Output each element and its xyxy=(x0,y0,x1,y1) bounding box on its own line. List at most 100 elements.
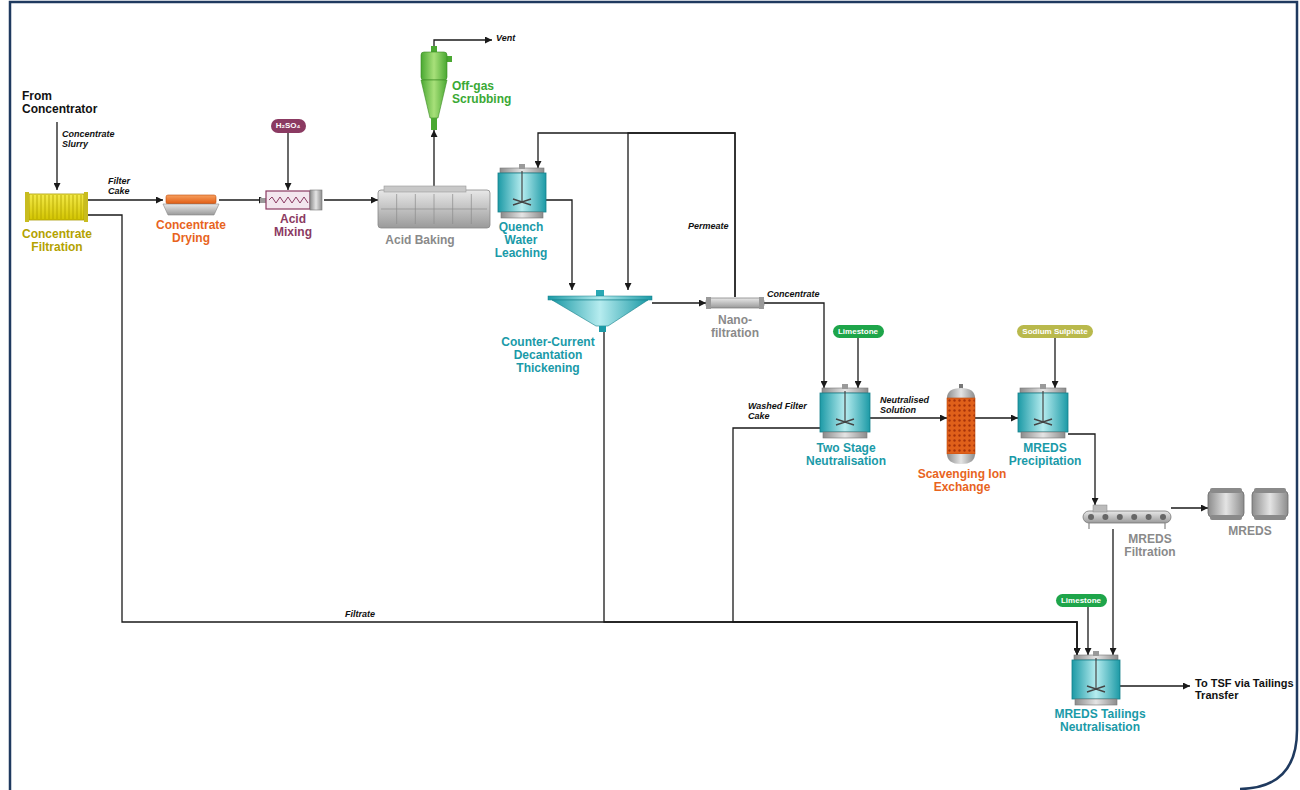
unit-label: MREDS Tailings Neutralisation xyxy=(1046,708,1154,734)
filter-end-plate xyxy=(84,192,88,222)
stream-label: Washed Filter Cake xyxy=(748,402,810,422)
flow-line xyxy=(975,417,1018,418)
process-unit: Two Stage Neutralisation xyxy=(820,388,870,438)
unit-icon xyxy=(1018,388,1068,438)
unit-label: Quench Water Leaching xyxy=(490,221,552,261)
stream-label: Filter Cake xyxy=(108,177,148,197)
unit-label: Concentrate Filtration xyxy=(15,228,99,254)
cyclone-barrel xyxy=(421,52,447,80)
process-unit: Acid Mixing xyxy=(266,190,324,210)
dryer-body xyxy=(166,195,216,204)
unit-icon xyxy=(25,192,88,222)
process-unit: Nano-filtration xyxy=(706,297,764,309)
tank-motor xyxy=(519,164,525,169)
unit-label: Scavenging Ion Exchange xyxy=(916,468,1008,494)
unit-label: Nano-filtration xyxy=(705,314,765,340)
reagent-pill: Sodium Sulphate xyxy=(1017,325,1093,338)
flow-line xyxy=(1171,507,1208,508)
unit-label: MREDS Filtration xyxy=(1114,533,1186,559)
flow-line xyxy=(287,133,288,190)
mixer-screw xyxy=(269,197,308,203)
belt-legs xyxy=(1089,523,1165,529)
filter-plate xyxy=(53,195,54,219)
process-unit: Quench Water Leaching xyxy=(498,168,546,218)
stream-label: Filtrate xyxy=(345,610,375,620)
drum-rim xyxy=(1210,515,1242,520)
flow-line xyxy=(1054,338,1055,388)
membrane-tube xyxy=(706,298,764,308)
cyclone-outlet xyxy=(431,46,437,52)
stream-label: Permeate xyxy=(688,222,729,232)
flow-line xyxy=(433,130,434,186)
reagent-pill: Limestone xyxy=(1056,594,1107,607)
mixer-body xyxy=(266,191,310,209)
unit-label: MREDS Precipitation xyxy=(999,442,1091,468)
filter-plate xyxy=(37,195,38,219)
kiln-body xyxy=(378,190,490,228)
tank-base xyxy=(1075,699,1117,705)
kiln-panel xyxy=(381,209,487,210)
filter-plate xyxy=(73,195,74,219)
filter-plate xyxy=(61,195,62,219)
filter-plate xyxy=(57,195,58,219)
filter-end-plate xyxy=(25,192,29,222)
tank-motor xyxy=(1093,651,1099,656)
filter-plate xyxy=(69,195,70,219)
flow-line xyxy=(88,215,1077,655)
flow-line xyxy=(857,338,858,388)
filter-press-body xyxy=(29,194,84,220)
reagent-name: Sodium Sulphate xyxy=(1022,325,1087,338)
unit-icon xyxy=(498,168,546,218)
reagent-name: Limestone xyxy=(1061,594,1101,607)
filter-plate xyxy=(45,195,46,219)
belt-roller xyxy=(1160,514,1166,520)
column-bottom-dome xyxy=(947,454,975,464)
thickener-drive xyxy=(596,290,604,296)
agitator-blades xyxy=(1034,419,1052,425)
unit-icon xyxy=(266,190,324,210)
flow-line xyxy=(652,302,706,303)
unit-icon xyxy=(378,186,490,228)
flow-line xyxy=(546,200,572,290)
reagent-name: Limestone xyxy=(838,325,878,338)
filter-plate xyxy=(65,195,66,219)
unit-label: Acid Baking xyxy=(385,234,454,247)
drum-body xyxy=(1252,491,1288,517)
belt-roller xyxy=(1146,514,1152,520)
unit-icon xyxy=(548,290,652,332)
process-unit: MREDS xyxy=(1208,488,1290,520)
flow-line xyxy=(88,199,163,200)
flow-line xyxy=(1068,434,1095,505)
flow-line xyxy=(1112,529,1113,655)
belt-hood xyxy=(1093,505,1107,512)
belt-roller xyxy=(1131,514,1137,520)
membrane-cap xyxy=(706,297,711,309)
agitator-shaft xyxy=(1095,658,1096,689)
belt-roller xyxy=(1102,514,1108,520)
belt-frame xyxy=(1083,511,1171,523)
unit-icon xyxy=(163,195,219,215)
tank-motor xyxy=(1040,384,1046,389)
unit-label: MREDS xyxy=(1228,525,1271,538)
stream-label: Neutralised Solution xyxy=(880,396,938,416)
process-unit: Acid Baking xyxy=(378,186,490,228)
tank-base xyxy=(1021,432,1065,438)
unit-label: Acid Mixing xyxy=(266,213,320,239)
belt-roller xyxy=(1088,514,1094,520)
tank-base xyxy=(501,212,543,218)
agitator-blades xyxy=(836,419,854,425)
page-frame xyxy=(10,2,1297,790)
filter-plate xyxy=(33,195,34,219)
membrane-cap xyxy=(759,297,764,309)
process-unit: Concentrate Drying xyxy=(163,195,219,215)
process-unit: MREDS Filtration xyxy=(1083,505,1171,529)
drum-rim xyxy=(1210,488,1242,493)
agitator-shaft xyxy=(844,391,845,422)
vent-arrow xyxy=(434,40,492,48)
stream-note: From Concentrator xyxy=(22,90,114,116)
drum-rim xyxy=(1254,515,1286,520)
unit-icon xyxy=(820,388,870,438)
process-unit: Scavenging Ion Exchange xyxy=(947,388,975,464)
mixer-inlet xyxy=(260,198,266,203)
